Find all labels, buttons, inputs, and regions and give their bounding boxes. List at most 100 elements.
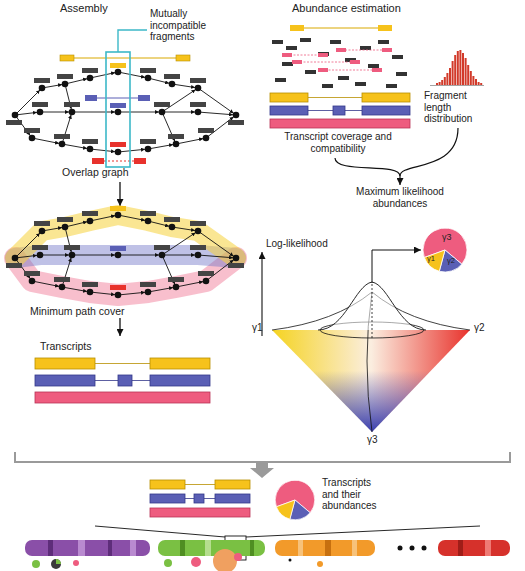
incompatible-fragments [60,55,74,61]
incompatible-fragments [138,95,150,101]
transcript-model [35,358,95,369]
incompatible-fragments [176,55,190,61]
likelihood-surface [272,282,470,432]
step-caption: Minimum path cover [30,305,125,317]
transcript-model [150,508,250,517]
chromosome [275,540,375,556]
axis-label: Log-likelihood [266,238,328,250]
transcript-model [270,93,410,128]
likelihood-surface [272,330,470,432]
overlap-graph [6,63,244,155]
chromosome [158,540,265,556]
chromosome [398,546,403,551]
expression-dot [317,561,323,567]
aligned-fragments [290,25,304,31]
length-histogram [470,71,472,85]
chromosome [410,546,415,551]
transcript-model [150,494,185,503]
panel-heading: Assembly [60,2,108,15]
expression-dot [32,549,323,571]
incompatible-fragments [92,158,104,164]
expression-dot [56,559,61,564]
pie-chart [423,228,467,272]
aligned-fragments [355,82,366,86]
merge-separator [250,463,274,478]
zoom-lines [95,526,480,560]
zoom-lines [95,526,225,537]
transcript-model [35,375,95,386]
aligned-fragments [392,55,403,59]
length-histogram [467,65,469,85]
highlight-box [118,30,147,52]
pie-chart [275,480,315,520]
zoom-lines [246,526,480,537]
chromosome [180,540,185,556]
axis-label: γ3 [367,434,378,446]
highlight-box [106,52,130,167]
expression-dot [213,549,237,571]
chromosome [325,540,331,556]
chromosome [205,540,211,556]
pie-label: γ1 [427,255,435,264]
incompatible-fragments [60,55,190,164]
overlap-graph [6,206,244,298]
merge-separator [15,452,510,462]
transcript-model [362,93,410,102]
transcript-model [150,480,250,517]
aligned-fragments [378,40,389,44]
aligned-fragments [372,68,382,72]
transcript-model [270,119,410,128]
aligned-fragments [378,25,392,31]
aligned-fragments [300,28,382,29]
aligned-fragments [300,38,311,42]
aligned-fragments [300,62,350,63]
aligned-fragments [290,55,318,56]
transcript-model [95,363,150,364]
transcript-model [308,97,362,98]
length-histogram [439,82,441,85]
flow-arrow [119,318,120,336]
callout-label: Mutually incompatible fragments [150,8,214,43]
expression-dot [73,560,79,566]
chromosome [422,546,427,551]
aligned-fragments [386,84,397,88]
chromosome [130,540,136,556]
aligned-fragments [282,62,293,66]
transcript-model [35,392,210,403]
chromosome [25,540,150,556]
result-arrow [372,250,421,283]
axis-label: γ1 [252,322,263,334]
panel-heading: Abundance estimation [292,2,401,15]
transcript-model [150,375,210,386]
chromosome [438,540,510,556]
aligned-fragments [360,46,371,50]
aligned-fragments [318,53,328,57]
aligned-fragments [272,40,283,44]
step-caption: Transcripts [40,340,92,352]
highlight-box [106,30,147,167]
aligned-fragments [368,64,379,68]
aligned-fragments [272,25,407,88]
chromosome [108,540,112,556]
transcript-model [362,106,410,115]
aligned-fragments [345,50,382,51]
axis-label: γ2 [474,322,485,334]
step-caption: Transcript coverage and compatibility [282,131,394,154]
length-histogram [459,50,461,85]
chromosome [25,540,510,556]
transcript-model [185,484,215,485]
aligned-fragments [318,68,328,72]
length-histogram [478,82,480,85]
transcript-model [215,494,250,503]
expression-dot [289,559,292,562]
length-histogram [446,73,448,85]
aligned-fragments [396,72,407,76]
transcript-model [308,110,333,111]
length-histogram [444,77,446,85]
transcript-model [194,494,204,503]
aligned-fragments [338,76,349,80]
transcript-model [35,358,210,403]
step-caption: Overlap graph [62,166,129,178]
length-histogram [441,80,443,85]
